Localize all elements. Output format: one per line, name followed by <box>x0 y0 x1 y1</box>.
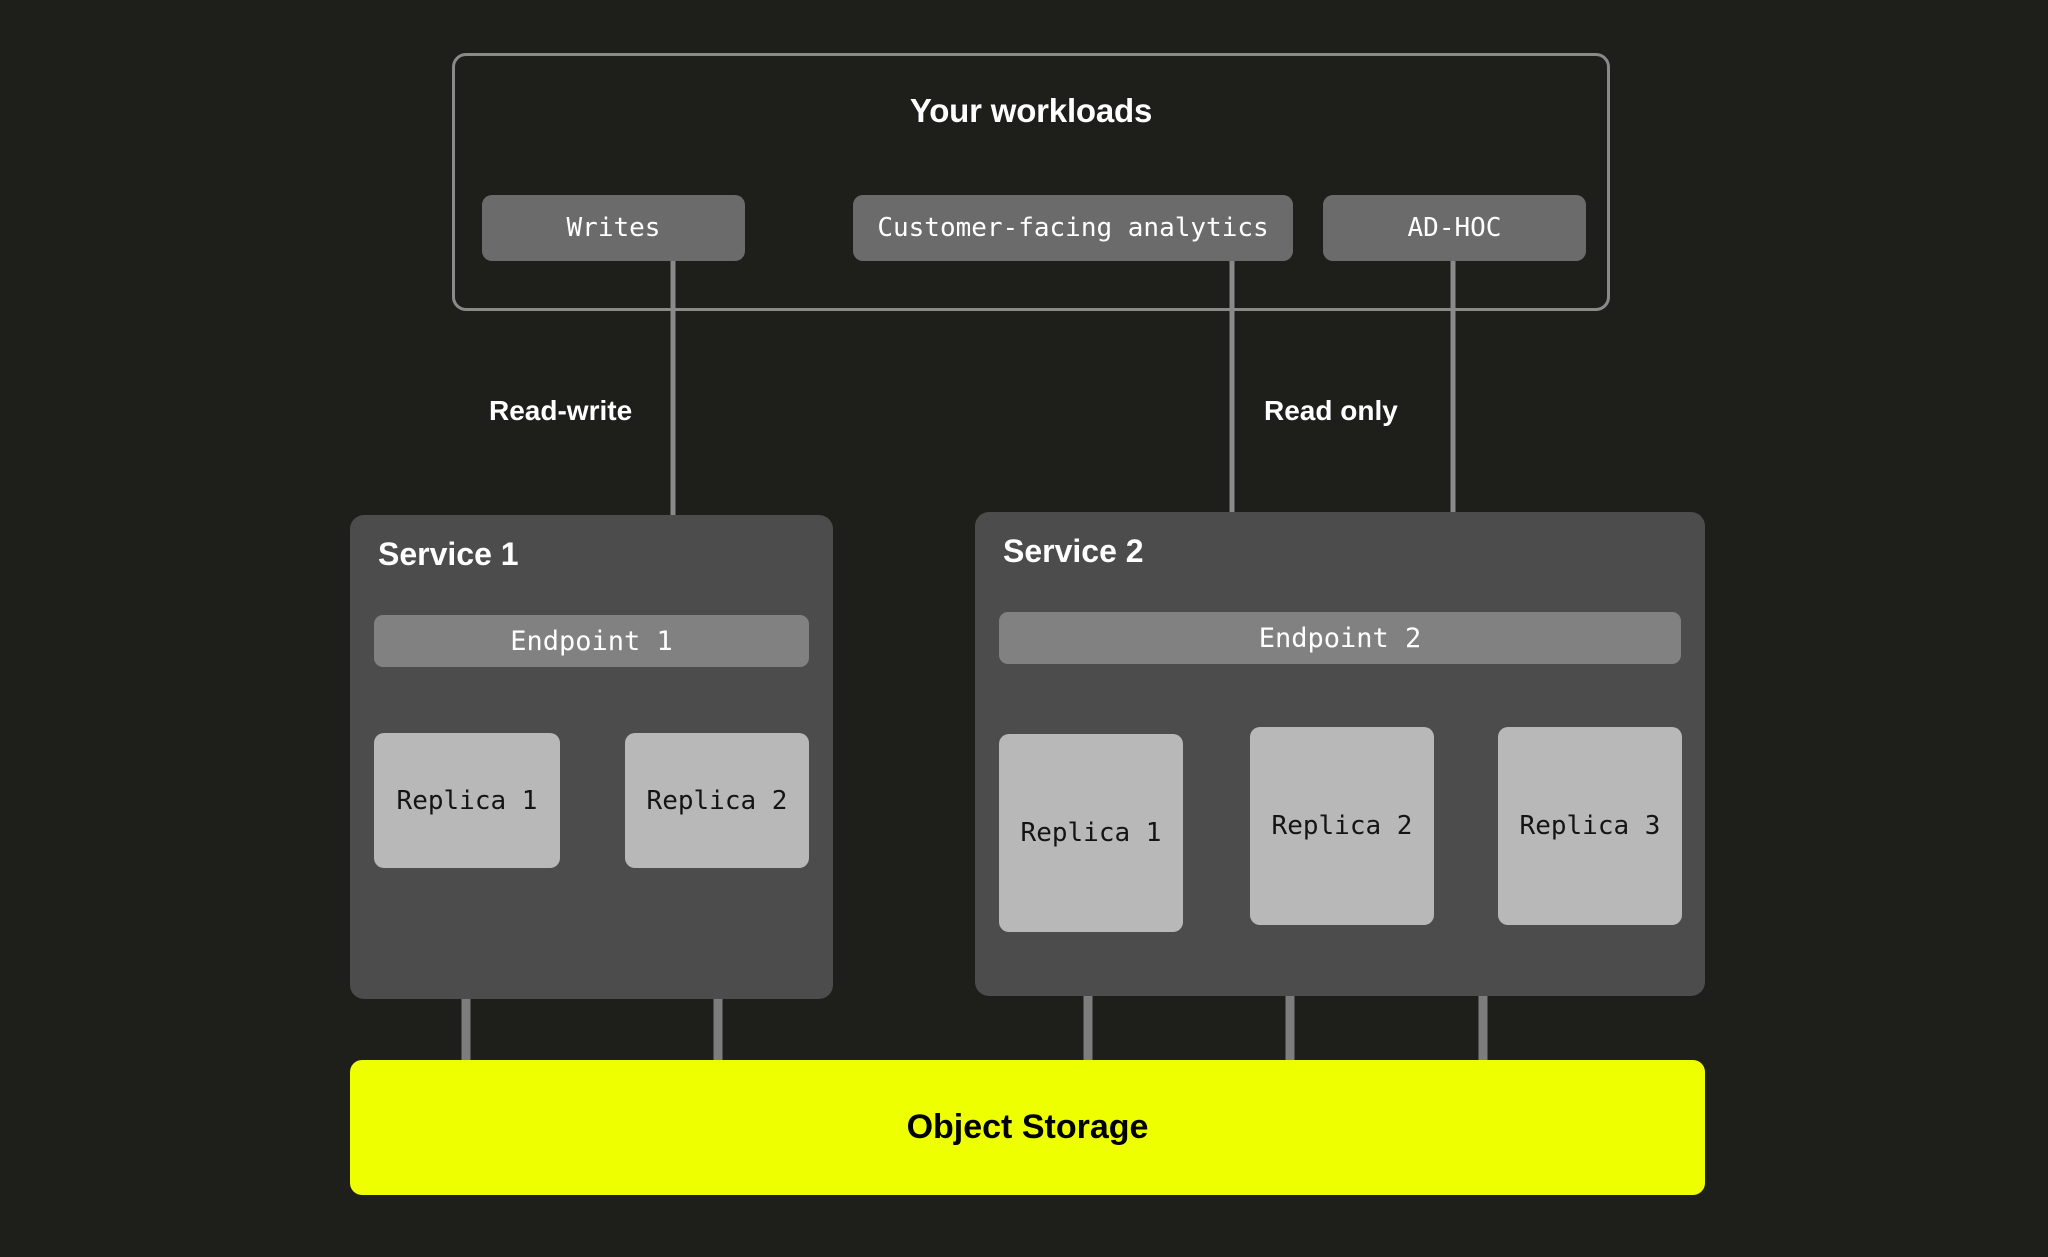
edge-label-read-only: Read only <box>1264 395 1398 426</box>
edge-label-read-write: Read-write <box>489 395 633 426</box>
service-2-replica-1-label: Replica 1 <box>1020 818 1162 848</box>
service-2-replica-1[interactable]: Replica 1 <box>999 734 1183 932</box>
workloads-title: Your workloads <box>909 92 1153 129</box>
service-panel-1: Service 1 Endpoint 1 Replica 1 Replica 2 <box>350 515 833 999</box>
workload-chip-ad-hoc-label: AD-HOC <box>1407 213 1502 243</box>
service-1-endpoint-label: Endpoint 1 <box>510 625 673 657</box>
workload-chip-writes-label: Writes <box>566 213 661 243</box>
service-2-replica-3-label: Replica 3 <box>1519 811 1661 841</box>
object-storage-label: Object Storage <box>906 1108 1149 1146</box>
service-1-replica-1[interactable]: Replica 1 <box>374 733 560 868</box>
service-2-replica-3[interactable]: Replica 3 <box>1498 727 1682 925</box>
workloads-panel: Your workloads Writes Customer-facing an… <box>452 53 1610 311</box>
workload-chip-writes[interactable]: Writes <box>482 195 745 261</box>
workload-chip-ad-hoc[interactable]: AD-HOC <box>1323 195 1586 261</box>
service-1-replica-2-label: Replica 2 <box>646 785 788 816</box>
service-2-endpoint-label: Endpoint 2 <box>1258 622 1422 654</box>
service-1-replica-1-label: Replica 1 <box>396 785 538 816</box>
workload-chip-customer-facing-analytics-label: Customer-facing analytics <box>877 213 1269 243</box>
workload-chip-customer-facing-analytics[interactable]: Customer-facing analytics <box>853 195 1293 261</box>
service-2-replica-2-label: Replica 2 <box>1271 811 1413 841</box>
service-2-title: Service 2 <box>1003 533 1144 569</box>
object-storage-panel[interactable]: Object Storage <box>350 1060 1705 1195</box>
service-2-replica-2[interactable]: Replica 2 <box>1250 727 1434 925</box>
service-panel-2: Service 2 Endpoint 2 Replica 1 Replica 2… <box>975 512 1705 996</box>
service-1-endpoint[interactable]: Endpoint 1 <box>374 615 809 667</box>
service-1-replica-2[interactable]: Replica 2 <box>625 733 809 868</box>
service-2-endpoint[interactable]: Endpoint 2 <box>999 612 1681 664</box>
service-1-title: Service 1 <box>378 536 519 572</box>
